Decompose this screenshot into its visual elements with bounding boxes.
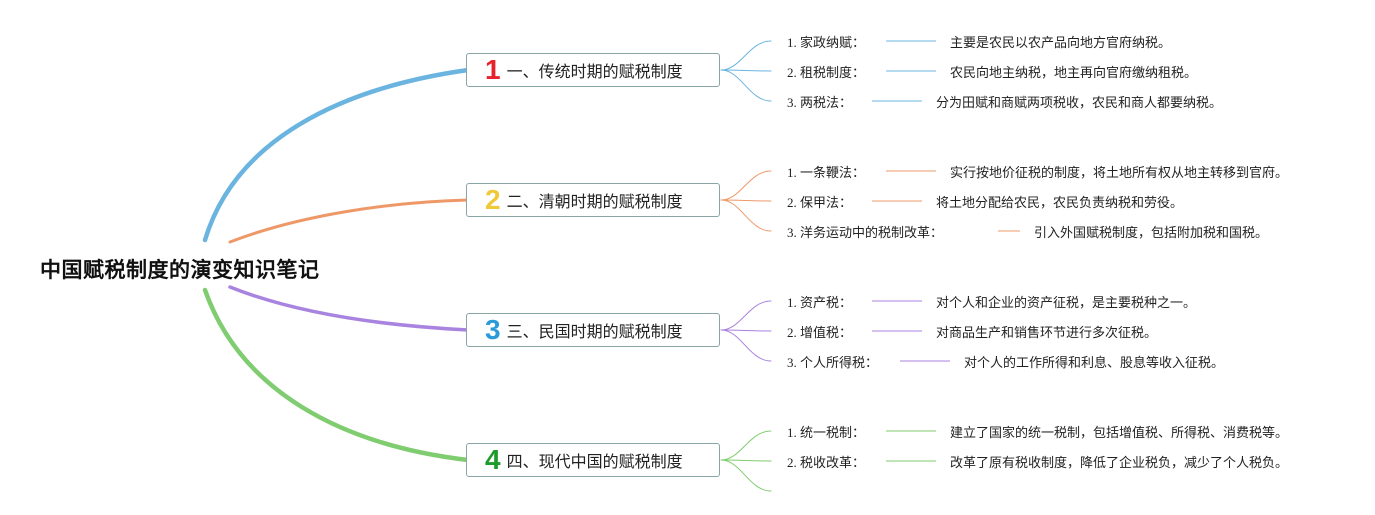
- sub-connector-1-2: [720, 69, 772, 72]
- branch-label: 一、传统时期的赋税制度: [506, 62, 683, 81]
- sub-connector-3-3: [720, 329, 772, 362]
- leaf-description[interactable]: 实行按地价征税的制度，将土地所有权从地主转移到官府。: [950, 166, 1289, 181]
- sub-connector-3-2: [720, 329, 772, 332]
- leaf-description[interactable]: 对个人的工作所得和利息、股息等收入征税。: [964, 356, 1225, 371]
- leaf-description[interactable]: 对商品生产和销售环节进行多次征税。: [936, 326, 1158, 341]
- branch-topic-2[interactable]: 2 二、清朝时期的赋税制度: [466, 183, 720, 217]
- branch-number-marker: 2: [485, 184, 501, 215]
- leaf-description[interactable]: 将土地分配给农民，农民负责纳税和劳役。: [936, 196, 1184, 211]
- sub-connector-3-1: [720, 300, 772, 331]
- main-connector-3: [228, 285, 470, 332]
- leaf-topic-label[interactable]: 2. 税收改革：: [787, 455, 866, 470]
- branch-topic-4[interactable]: 4 四、现代中国的赋税制度: [466, 443, 720, 477]
- branch-label: 二、清朝时期的赋税制度: [506, 192, 683, 211]
- leaf-topic-label[interactable]: 2. 租税制度：: [787, 65, 866, 80]
- leaf-description[interactable]: 引入外国赋税制度，包括附加税和国税。: [1034, 226, 1269, 241]
- sub-connector-2-3: [720, 199, 772, 232]
- sub-connector-2-1: [720, 170, 772, 201]
- leaf-topic-label[interactable]: 3. 个人所得税：: [787, 355, 879, 370]
- leaf-topic-label[interactable]: 3. 洋务运动中的税制改革：: [787, 225, 944, 240]
- sub-connector-4-1: [720, 430, 772, 461]
- leaf-topic-label[interactable]: 1. 一条鞭法：: [787, 165, 866, 180]
- branch-topic-3[interactable]: 3 三、民国时期的赋税制度: [466, 313, 720, 347]
- leaf-description[interactable]: 改革了原有税收制度，降低了企业税负，减少了个人税负。: [950, 456, 1289, 471]
- branch-number-marker: 4: [485, 444, 501, 475]
- branch-label: 三、民国时期的赋税制度: [506, 322, 683, 341]
- sub-connector-1-3: [720, 69, 772, 102]
- branch-label: 四、现代中国的赋税制度: [506, 452, 683, 471]
- leaf-description[interactable]: 建立了国家的统一税制，包括增值税、所得税、消费税等。: [950, 426, 1289, 441]
- branch-topic-1[interactable]: 1 一、传统时期的赋税制度: [466, 53, 720, 87]
- sub-connector-2-2: [720, 199, 772, 202]
- branch-number-marker: 3: [485, 314, 501, 345]
- root-topic[interactable]: 中国赋税制度的演变知识笔记: [40, 258, 320, 282]
- main-connector-1: [202, 67, 471, 243]
- leaf-topic-label[interactable]: 1. 家政纳赋：: [787, 35, 866, 50]
- leaf-topic-label[interactable]: 3. 两税法：: [787, 95, 853, 110]
- sub-connector-4-2: [720, 459, 772, 462]
- leaf-topic-label[interactable]: 2. 保甲法：: [787, 195, 853, 210]
- main-connector-4: [202, 287, 471, 463]
- leaf-description[interactable]: 农民向地主纳税，地主再向官府缴纳租税。: [950, 66, 1198, 81]
- leaf-description[interactable]: 分为田赋和商赋两项税收，农民和商人都要纳税。: [936, 96, 1223, 111]
- leaf-topic-label[interactable]: 2. 增值税：: [787, 325, 853, 340]
- branch-number-marker: 1: [485, 54, 501, 85]
- leaf-topic-label[interactable]: 1. 资产税：: [787, 295, 853, 310]
- sub-connector-4-3: [720, 459, 772, 492]
- sub-connector-1-1: [720, 40, 772, 71]
- leaf-description[interactable]: 对个人和企业的资产征税，是主要税种之一。: [936, 296, 1197, 311]
- main-connector-2: [228, 198, 470, 244]
- leaf-description[interactable]: 主要是农民以农产品向地方官府纳税。: [950, 36, 1172, 51]
- leaf-topic-label[interactable]: 1. 统一税制：: [787, 425, 866, 440]
